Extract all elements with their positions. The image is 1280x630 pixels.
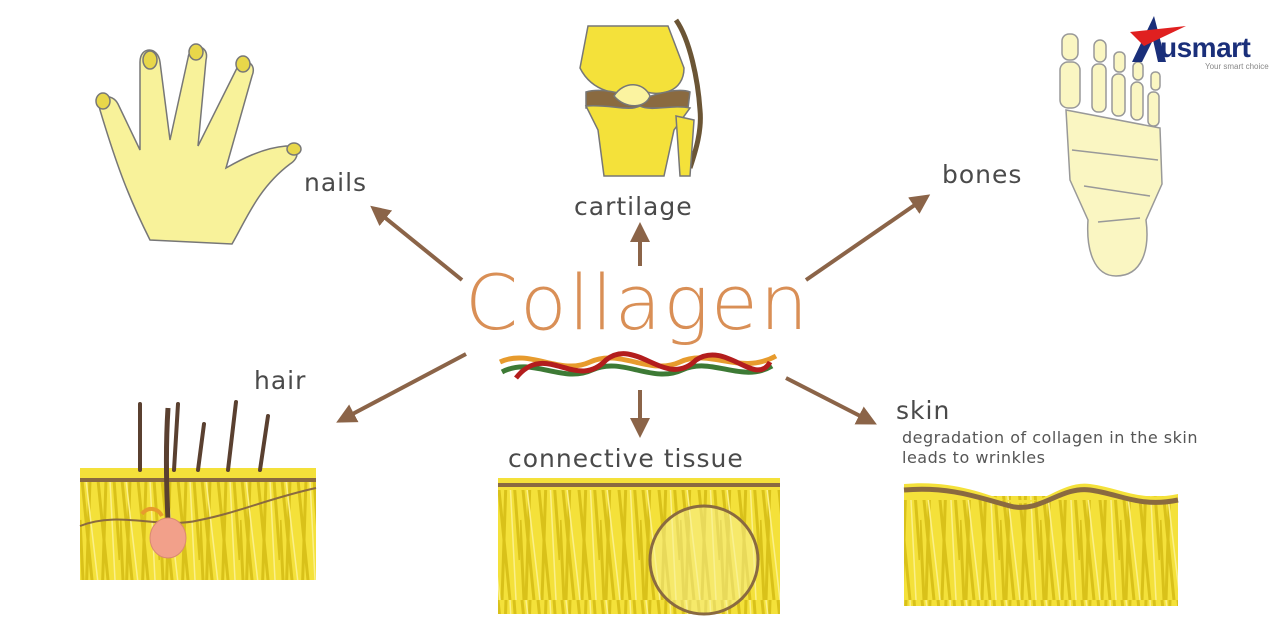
connective-tissue-icon — [498, 478, 780, 616]
skin-note-line-1: degradation of collagen in the skin — [902, 428, 1198, 447]
logo-wordmark: usmart — [1160, 32, 1251, 63]
label-hair: hair — [254, 366, 307, 395]
arrow-to-bones — [804, 194, 931, 282]
diagram-title: Collagen — [465, 258, 810, 347]
hand-icon — [95, 43, 302, 245]
label-connective-tissue: connective tissue — [508, 444, 744, 473]
skin-tissue-icon — [903, 483, 1179, 606]
skin-note: degradation of collagen in the skin lead… — [902, 428, 1198, 468]
arrow-to-nails — [370, 205, 464, 282]
arrow-to-hair — [336, 352, 467, 423]
logo-tagline: Your smart choice — [1205, 62, 1269, 71]
label-nails: nails — [304, 168, 368, 197]
arrow-to-skin — [785, 376, 877, 425]
label-cartilage: cartilage — [574, 192, 693, 221]
collagen-helix-icon — [498, 351, 778, 380]
hair-follicle-icon — [79, 400, 317, 580]
foot-bones-icon — [1059, 33, 1163, 277]
label-skin: skin — [896, 396, 951, 425]
skin-note-line-2: leads to wrinkles — [902, 448, 1046, 467]
knee-icon — [579, 18, 703, 177]
arrows — [336, 194, 931, 438]
label-bones: bones — [942, 160, 1023, 189]
logo-mark-icon — [1130, 16, 1186, 62]
